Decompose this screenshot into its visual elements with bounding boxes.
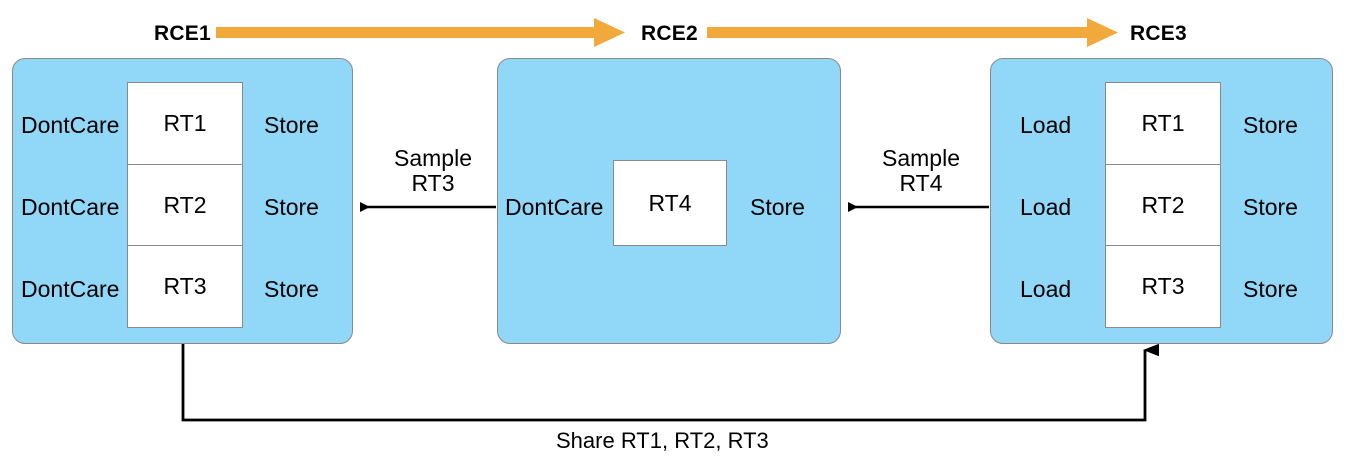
port-label-rce3-rt3-left: Load [1020,276,1072,302]
connector-label-line1: Sample [882,145,960,171]
share-connector-label: Share RT1, RT2, RT3 [556,428,769,453]
register-cell-rce3-rt1: RT1 [1106,83,1220,165]
port-label-rce1-rt3-right: Store [264,276,319,302]
connector-line-share [181,344,1145,422]
register-stack-rce1: RT1 RT2 RT3 [127,82,243,328]
port-label-rce2-rt4-left: DontCare [505,194,604,220]
register-label: RT4 [648,189,692,216]
phase-label-rce2: RCE2 [641,22,698,45]
phase-arrow-rce2-to-rce3 [707,18,1118,47]
register-cell-rce1-rt2: RT2 [128,165,242,247]
port-label-rce3-rt1-right: Store [1243,112,1298,138]
connector-label-line2: RT3 [411,169,455,196]
port-label-rce3-rt3-right: Store [1243,276,1298,302]
port-label-rce3-rt1-left: Load [1020,112,1072,138]
phase-label-rce3: RCE3 [1130,22,1187,45]
port-label-rce1-rt1-right: Store [264,112,319,138]
connector-label-sample-rt4: Sample RT4 [866,146,976,196]
port-label-rce1-rt1-left: DontCare [21,112,120,138]
register-label: RT2 [1141,191,1185,218]
port-label-rce3-rt2-right: Store [1243,194,1298,220]
connector-label-sample-rt3: Sample RT3 [378,146,488,196]
port-label-rce1-rt2-left: DontCare [21,194,120,220]
register-label: RT2 [163,191,207,218]
port-label-rce1-rt2-right: Store [264,194,319,220]
register-cell-rce3-rt2: RT2 [1106,165,1220,247]
register-stack-rce2: RT4 [613,160,727,246]
connector-label-line1: Sample [394,145,472,171]
register-cell-rce3-rt3: RT3 [1106,246,1220,327]
register-label: RT3 [1141,273,1185,300]
connector-label-line2: RT4 [899,169,943,196]
phase-label-rce1: RCE1 [154,22,211,45]
register-cell-rce1-rt1: RT1 [128,83,242,165]
register-cell-rce2-rt4: RT4 [614,161,726,245]
port-label-rce1-rt3-left: DontCare [21,276,120,302]
register-label: RT1 [1141,109,1185,136]
register-label: RT1 [163,109,207,136]
register-cell-rce1-rt3: RT3 [128,246,242,327]
register-label: RT3 [163,273,207,300]
port-label-rce3-rt2-left: Load [1020,194,1072,220]
register-stack-rce3: RT1 RT2 RT3 [1105,82,1221,328]
phase-arrow-rce1-to-rce2 [216,18,625,47]
port-label-rce2-rt4-right: Store [750,194,805,220]
